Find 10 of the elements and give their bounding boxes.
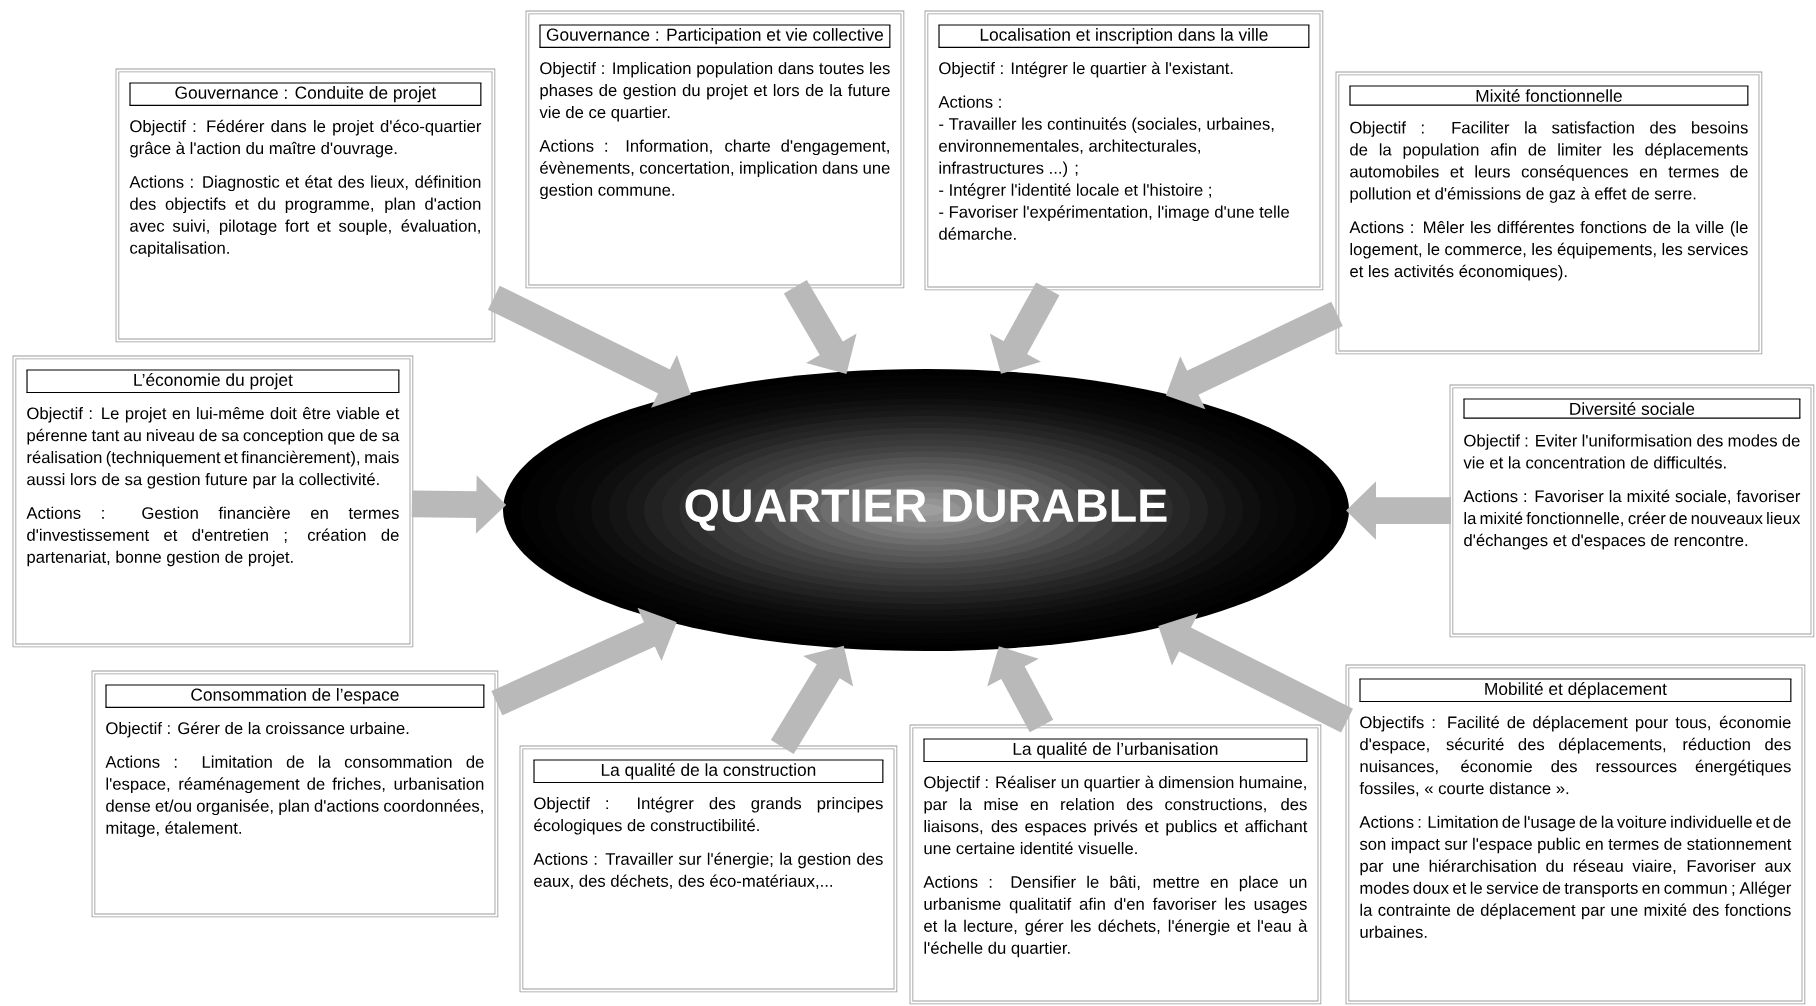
info-box: Consommation de l’espace Objectif : Gérer de la croissance urbaine. Actions : Limitation de la consommation de l'espace, réaménagement de friches, urbanisation dense et/ou organisée, plan d'actions coordonnées, mitage, étalement. bbox=[91, 670, 499, 918]
info-box: La qualité de la construction Objectif : Intégrer des grands principes écologiques de constructibilité. Actions : Travailler sur l'énergie; la gestion des eaux, des déchets, des éco-matériaux,... bbox=[519, 745, 898, 993]
info-box: Localisation et inscription dans la ville Objectif : Intégrer le quartier à l'existant. Actions : - Travailler les continuités (sociales, urbaines, environnementales, architecturales, infrastructures ...) ; - Intégrer l'identité locale et l'histoire ; - Favoriser l'expérimentation, l'image d'une telle démarche. bbox=[924, 10, 1324, 291]
info-box: Gouvernance : Conduite de projet Objectif : Fédérer dans le projet d'éco-quartier grâce à l'action du maître d'ouvrage. Actions : Diagnostic et état des lieux, définition des objectifs et du programme, plan d'action avec suivi, pilotage fort et souple, évaluation, capitalisation. bbox=[115, 68, 496, 343]
info-box: Mixité fonctionnelle Objectif : Faciliter la satisfaction des besoins de la population afin de limiter les déplacements automobiles et leurs conséquences en termes de pollution et d'émissions de gaz à effet de serre. Actions : Mêler les différentes fonctions de la ville (le logement, le commerce, les équipements, les services et les activités économiques). bbox=[1335, 71, 1763, 355]
info-box: Gouvernance : Participation et vie collective Objectif : Implication population dans toutes les phases de gestion du projet et lors de la future vie de ce quartier. Actions : Information, charte d'engagement, évènements, concertation, implication dans une gestion commune. bbox=[525, 10, 905, 289]
info-box: La qualité de l’urbanisation Objectif : Réaliser un quartier à dimension humaine, par la mise en relation des constructions, des liaisons, des espaces privés et publics et affichant une certaine identité visuelle. Actions : Densifier le bâti, mettre en place un urbanisme qualitatif afin d'en favoriser les usages et la lecture, gérer les déchets, l'énergie et l'eau à l'échelle du quartier. bbox=[909, 724, 1322, 1005]
info-box: Mobilité et déplacement Objectifs : Facilité de déplacement pour tous, économie d'espace, sécurité des déplacements, réduction des nuisances, économie des ressources énergétiques fossiles, « courte distance ». Actions : Limitation de l'usage de la voiture individuelle et de son impact sur l'espace public en termes de stationnement par une hiérarchisation du réseau viaire, Favoriser aux modes doux et le service de transports en commun ; Alléger la contrainte de déplacement par une mixité des fonctions urbaines. bbox=[1345, 664, 1806, 1005]
info-box: L’économie du projet Objectif : Le projet en lui-même doit être viable et pérenne tant au niveau de sa conception que de sa réalisation (techniquement et financièrement), mais aussi lors de sa gestion future par la collectivité. Actions : Gestion financière en termes d'investissement et d'entretien ; création de partenariat, bonne gestion de projet. bbox=[12, 355, 414, 648]
info-box: Diversité sociale Objectif : Eviter l'uniformisation des modes de vie et la concentration de difficultés. Actions : Favoriser la mixité sociale, favoriser la mixité fonctionnelle, créer de nouveaux lieux d'échanges et d'espaces de rencontre. bbox=[1449, 384, 1815, 638]
